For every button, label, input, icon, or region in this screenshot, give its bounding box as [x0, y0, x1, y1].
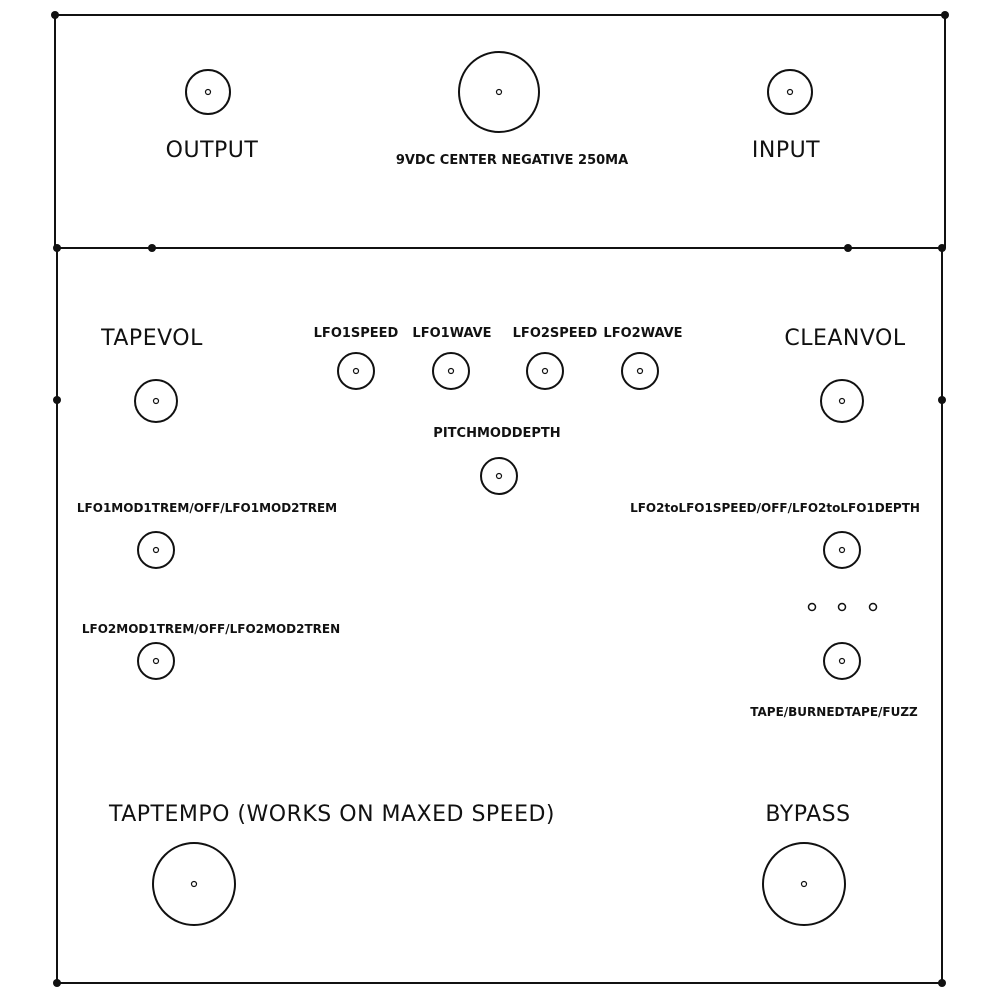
taptempo-footswitch-hole	[152, 842, 236, 926]
input-jack-hole	[767, 69, 813, 115]
lfo1speed-label: LFO1SPEED	[313, 326, 399, 341]
center-mark	[447, 367, 455, 375]
output-jack-hole	[185, 69, 231, 115]
lfo2-to-lfo1-switch-label: LFO2toLFO1SPEED/OFF/LFO2toLFO1DEPTH	[630, 501, 920, 515]
corner-dot	[941, 11, 949, 19]
bypass-label: BYPASS	[765, 802, 851, 827]
lfo1speed-knob-hole	[337, 352, 375, 390]
center-mark	[541, 367, 549, 375]
center-mark	[838, 546, 846, 554]
center-mark	[495, 88, 503, 96]
power-jack-hole	[458, 51, 540, 133]
power-label: 9VDC CENTER NEGATIVE 250MA	[395, 153, 629, 168]
mode-switch-hole	[823, 642, 861, 680]
corner-dot	[938, 979, 946, 987]
center-mark	[838, 657, 846, 665]
lfo1mod-switch-label: LFO1MOD1TREM/OFF/LFO1MOD2TREM	[76, 501, 338, 515]
corner-dot	[51, 11, 59, 19]
center-mark	[786, 88, 794, 96]
corner-dot	[53, 979, 61, 987]
lfo2mod-switch-label: LFO2MOD1TREM/OFF/LFO2MOD2TREN	[81, 622, 341, 636]
bypass-footswitch-hole	[762, 842, 846, 926]
corner-dot	[53, 244, 61, 252]
lfo2speed-label: LFO2SPEED	[512, 326, 598, 341]
edge-dot	[938, 396, 946, 404]
pitchmoddepth-label: PITCHMODDEPTH	[433, 426, 561, 441]
tapevol-knob-hole	[134, 379, 178, 423]
center-mark	[495, 472, 503, 480]
lfo1wave-knob-hole	[432, 352, 470, 390]
lfo2speed-knob-hole	[526, 352, 564, 390]
center-mark	[190, 880, 198, 888]
lfo2wave-knob-hole	[621, 352, 659, 390]
center-mark	[152, 546, 160, 554]
center-mark	[838, 397, 846, 405]
center-mark	[352, 367, 360, 375]
lfo1mod-switch-hole	[137, 531, 175, 569]
cleanvol-label: CLEANVOL	[784, 326, 906, 351]
corner-dot	[938, 244, 946, 252]
lfo2wave-label: LFO2WAVE	[603, 326, 683, 341]
edge-dot	[53, 396, 61, 404]
tapevol-label: TAPEVOL	[101, 326, 203, 351]
input-label: INPUT	[751, 138, 821, 163]
cleanvol-knob-hole	[820, 379, 864, 423]
corner-dot	[148, 244, 156, 252]
lfo2mod-switch-hole	[137, 642, 175, 680]
lfo2-to-lfo1-switch-hole	[823, 531, 861, 569]
center-mark	[204, 88, 212, 96]
taptempo-label: TAPTEMPO (WORKS ON MAXED SPEED)	[108, 802, 556, 827]
center-mark	[800, 880, 808, 888]
led-hole	[807, 602, 817, 612]
led-hole	[868, 602, 878, 612]
center-mark	[152, 397, 160, 405]
lfo1wave-label: LFO1WAVE	[412, 326, 492, 341]
led-hole	[837, 602, 847, 612]
mode-switch-label: TAPE/BURNEDTAPE/FUZZ	[750, 705, 918, 719]
center-mark	[152, 657, 160, 665]
corner-dot	[844, 244, 852, 252]
pitchmoddepth-knob-hole	[480, 457, 518, 495]
center-mark	[636, 367, 644, 375]
output-label: OUTPUT	[165, 138, 259, 163]
